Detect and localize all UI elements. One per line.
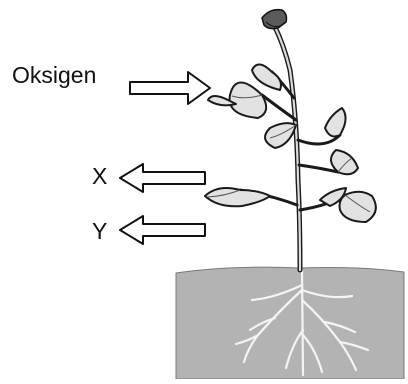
leaf [230, 83, 267, 119]
label-oksigen: Oksigen [12, 64, 96, 87]
arrow-right-icon [130, 72, 210, 104]
leaf [252, 64, 281, 90]
soil [176, 267, 404, 379]
flower-bud [262, 10, 287, 29]
arrow-left-icon [120, 164, 205, 192]
leaf [265, 123, 296, 148]
leaf [340, 192, 376, 222]
leaf [325, 108, 346, 136]
label-y: Y [92, 220, 107, 243]
arrow-left-icon [120, 216, 205, 244]
label-x: X [92, 165, 107, 188]
